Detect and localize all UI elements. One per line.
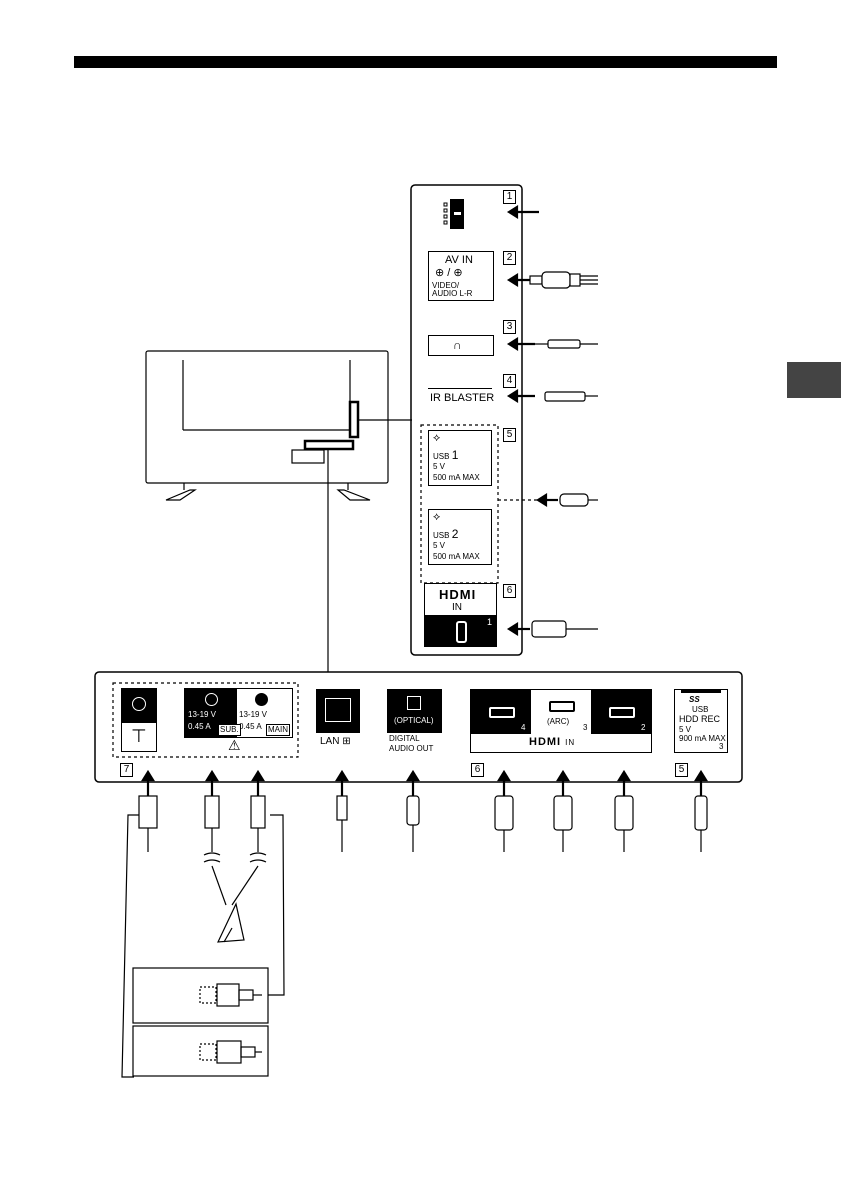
cable-box-upper — [133, 968, 268, 1023]
port-number-6: 6 — [503, 584, 516, 598]
av-in-sub2: AUDIO L-R — [432, 290, 472, 298]
hdmi-side-num: 1 — [487, 618, 492, 627]
port-number-1: 1 — [503, 190, 516, 204]
sat-main-amp: 0.45 A — [239, 723, 262, 731]
usb2-current: 500 mA MAX — [433, 553, 480, 561]
hdmi-port-graphic: 1 — [425, 615, 496, 646]
ir-blaster-port: IR BLASTER — [428, 388, 492, 407]
tv-bottom-terminal — [305, 441, 353, 449]
optical-port: (OPTICAL) — [387, 689, 442, 733]
hdmi-side-port: HDMI IN 1 — [424, 583, 497, 647]
usb-ss-logo: SS — [689, 696, 700, 704]
antenna-icon: ⊤ — [131, 727, 147, 745]
hdmi-in-label: IN — [452, 603, 462, 613]
usb-hdd-label: HDD REC — [679, 715, 720, 724]
usb1-label: USB 1 — [433, 449, 458, 461]
hdmi-logo: HDMI IN — [529, 737, 575, 748]
satellite-dish-icon — [218, 904, 244, 942]
satellite-icon: ⚠ — [228, 738, 241, 752]
usb-hdd-port: SS USB HDD REC 5 V 900 mA MAX 3 — [674, 689, 728, 753]
optical-label: (OPTICAL) — [394, 717, 434, 725]
hdmi-port-2: 2 — [641, 724, 645, 732]
sat-sub-volt: 13-19 V — [188, 711, 216, 719]
hdmi-port-4: 4 — [521, 724, 525, 732]
av-in-icons: ⊕ / ⊕ — [435, 268, 463, 279]
usb2-port: ⟡ USB 2 5 V 500 mA MAX — [428, 509, 492, 565]
usb-hdd-volt: 5 V — [679, 726, 691, 734]
av-in-label: AV IN — [445, 255, 473, 266]
sat-main-label: MAIN — [266, 724, 290, 736]
optical-digital: DIGITAL — [389, 735, 420, 743]
headphone-port: ∩ — [428, 335, 494, 356]
usb-icon: ⟡ — [433, 433, 440, 444]
port-number-7: 7 — [120, 763, 133, 777]
port-number-5: 5 — [503, 428, 516, 442]
tv-rear-outline — [146, 351, 388, 483]
lan-label: LAN ⊞ — [320, 737, 351, 747]
hdmi-port-3: 3 — [583, 724, 587, 732]
tv-side-terminal — [350, 402, 358, 437]
port-number-5b: 5 — [675, 763, 688, 777]
sat-sub-label: SUB. — [218, 724, 241, 736]
usb2-label: USB 2 — [433, 528, 458, 540]
hdmi-logo: HDMI — [439, 588, 476, 601]
port-number-2: 2 — [503, 251, 516, 265]
av-in-port: AV IN ⊕ / ⊕ VIDEO/ AUDIO L-R — [428, 251, 494, 301]
usb-hdd-num: 3 — [719, 743, 723, 751]
optical-out: AUDIO OUT — [389, 745, 433, 753]
ir-blaster-label: IR BLASTER — [430, 393, 494, 404]
port-number-4: 4 — [503, 374, 516, 388]
hdmi-group: 4 (ARC) 3 2 HDMI IN — [470, 689, 652, 753]
usb-hdd-usb: USB — [692, 706, 708, 714]
usb-icon: ⟡ — [433, 512, 440, 523]
port-number-3: 3 — [503, 320, 516, 334]
usb1-volt: 5 V — [433, 463, 445, 471]
network-icon: ⊞ — [342, 736, 350, 747]
usb2-volt: 5 V — [433, 542, 445, 550]
usb1-port: ⟡ USB 1 5 V 500 mA MAX — [428, 430, 492, 486]
sat-sub-amp: 0.45 A — [188, 723, 211, 731]
sat-main-volt: 13-19 V — [239, 711, 267, 719]
port-number-6b: 6 — [471, 763, 484, 777]
antenna-port: ⊤ — [121, 688, 157, 752]
lan-port — [316, 689, 360, 733]
headphone-icon: ∩ — [453, 339, 462, 351]
hdmi-arc-label: (ARC) — [547, 718, 569, 726]
usb1-current: 500 mA MAX — [433, 474, 480, 482]
